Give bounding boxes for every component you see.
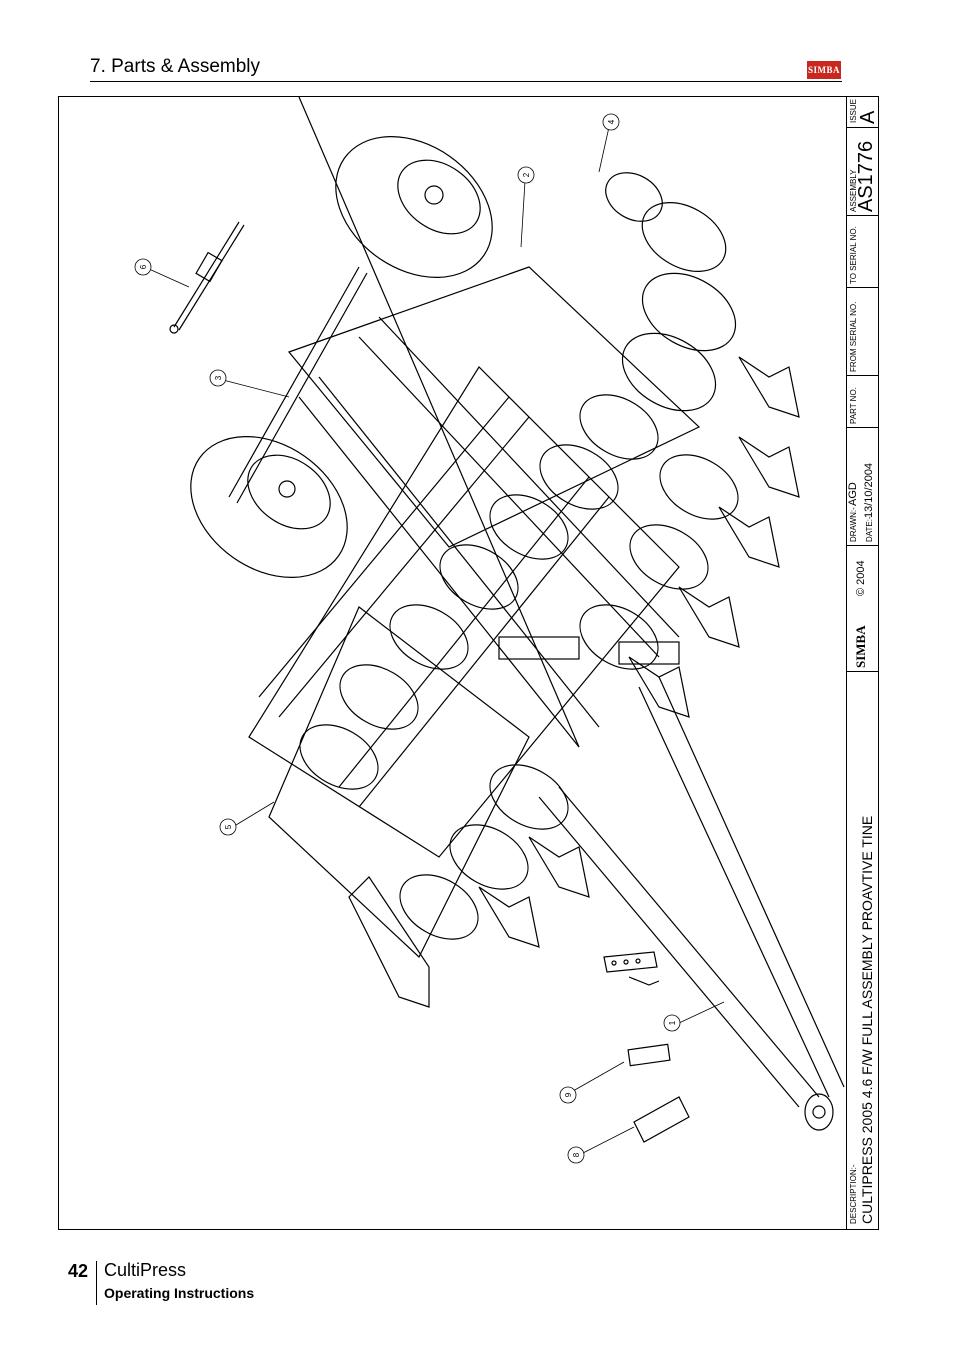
- drawing-frame: [58, 96, 879, 1230]
- issue-value: A: [857, 110, 879, 124]
- from-serial-label: FROM SERIAL NO.: [849, 301, 858, 372]
- callout-label-6: 6: [139, 264, 148, 269]
- callout-bubble-1: [663, 1014, 681, 1032]
- assembly-drawing: 4 2 6 3 5 1 9 8: [134, 97, 845, 1164]
- issue-cell: ISSUE A: [847, 96, 879, 128]
- callout-label-2: 2: [522, 172, 531, 177]
- drawn-value: AGD: [847, 482, 859, 506]
- header-rule: [90, 81, 842, 82]
- part-no-label: PART NO.: [849, 387, 858, 424]
- brand-cell: © 2004 SIMBA: [847, 546, 879, 672]
- description-label: DESCRIPTION:-: [849, 1164, 858, 1224]
- callout-label-3: 3: [214, 375, 223, 380]
- description-cell: DESCRIPTION:- CULTIPRESS 2005 4.6 F/W FU…: [847, 672, 879, 1228]
- footer-subtitle: Operating Instructions: [104, 1285, 255, 1301]
- product-name: CultiPress: [104, 1260, 187, 1280]
- callout-label-8: 8: [572, 1152, 581, 1157]
- brand-mark: SIMBA: [853, 625, 868, 668]
- callout-bubble-3: [209, 369, 227, 387]
- drawn-date-cell: DRAWN:- AGD DATE:- 13/10/2004: [847, 428, 879, 546]
- copyright-text: © 2004: [855, 560, 867, 596]
- page-number: 42: [68, 1261, 89, 1281]
- callout-label-5: 5: [224, 824, 233, 829]
- callout-bubble-9: [559, 1086, 577, 1104]
- from-serial-cell: FROM SERIAL NO.: [847, 288, 879, 376]
- date-value: 13/10/2004: [863, 462, 875, 518]
- callout-group: 4 2 6 3 5 1 9 8: [134, 113, 681, 1164]
- title-block: ISSUE A ASSEMBLY AS1776 TO SERIAL NO. FR…: [846, 96, 879, 1230]
- date-label: DATE:-: [865, 516, 874, 542]
- drawn-label: DRAWN:-: [849, 507, 858, 542]
- footer-divider: [96, 1261, 97, 1305]
- callout-label-4: 4: [607, 119, 616, 124]
- callout-bubble-8: [567, 1146, 585, 1164]
- simba-logo: SIMBA: [807, 61, 841, 79]
- callout-bubble-6: [134, 258, 152, 276]
- callout-bubble-5: [219, 818, 237, 836]
- callout-bubble-4: [602, 113, 620, 131]
- assembly-cell: ASSEMBLY AS1776: [847, 128, 879, 216]
- to-serial-label: TO SERIAL NO.: [849, 226, 858, 284]
- callout-label-1: 1: [668, 1020, 677, 1025]
- assembly-value: AS1776: [855, 140, 877, 212]
- description-value: CULTIPRESS 2005 4.6 F/W FULL ASSEMBLY PR…: [859, 815, 875, 1224]
- callout-bubble-2: [517, 166, 535, 184]
- callout-label-9: 9: [564, 1092, 573, 1097]
- part-no-cell: PART NO.: [847, 376, 879, 428]
- to-serial-cell: TO SERIAL NO.: [847, 216, 879, 288]
- section-title: 7. Parts & Assembly: [90, 56, 261, 77]
